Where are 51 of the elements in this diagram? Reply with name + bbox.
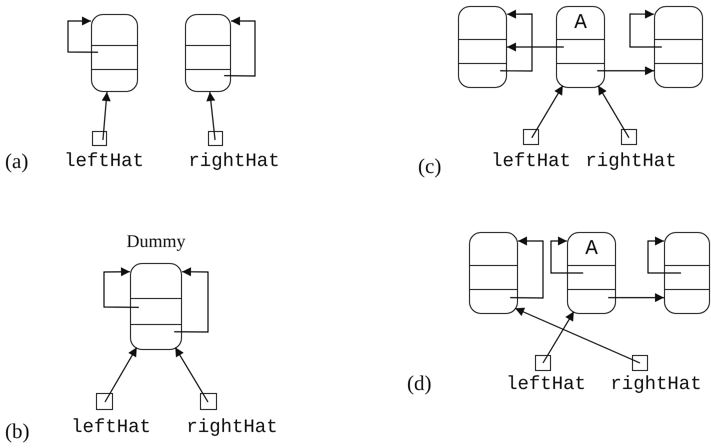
arrow xyxy=(206,92,216,140)
arrow xyxy=(510,236,544,299)
arrow xyxy=(103,267,139,308)
arrow xyxy=(500,10,533,72)
arrow xyxy=(598,85,630,138)
arrow xyxy=(629,10,662,48)
arrow xyxy=(174,347,208,402)
list-node-box xyxy=(654,6,703,88)
pointer-box xyxy=(92,131,107,146)
node-label: Dummy xyxy=(126,232,186,250)
arrow xyxy=(174,267,209,333)
pointer-box xyxy=(632,355,648,371)
pointer-name: leftHat xyxy=(71,418,151,437)
pointer-name: leftHat xyxy=(64,152,144,171)
arrow xyxy=(531,85,564,138)
arrow xyxy=(224,16,256,77)
pointer-name: leftHat xyxy=(491,152,571,171)
arrow xyxy=(102,92,111,140)
pointer-box xyxy=(621,129,637,145)
node-label: A xyxy=(574,13,587,34)
pointer-name: rightHat xyxy=(610,375,702,394)
list-node-box xyxy=(185,14,231,92)
list-node-box xyxy=(458,6,507,88)
pointer-box xyxy=(96,393,113,410)
pointer-name: rightHat xyxy=(186,418,278,437)
panel-label: (b) xyxy=(5,421,30,442)
pointer-box xyxy=(523,129,539,145)
arrow xyxy=(67,16,98,53)
arrow xyxy=(608,293,664,302)
arrow xyxy=(542,311,574,364)
pointer-name: rightHat xyxy=(188,152,280,171)
pointer-name: rightHat xyxy=(585,152,677,171)
list-node-box xyxy=(664,232,710,314)
pointer-box xyxy=(535,355,551,371)
panel-label: (d) xyxy=(407,373,432,394)
list-node-box xyxy=(469,232,518,314)
panel-label: (a) xyxy=(5,151,28,172)
arrow xyxy=(550,236,584,274)
pointer-name: leftHat xyxy=(506,375,586,394)
arrow xyxy=(507,42,564,52)
list-node-box xyxy=(567,232,616,314)
arrow xyxy=(647,236,682,274)
pointer-box xyxy=(200,393,217,410)
list-node-box xyxy=(91,14,138,92)
node-label: A xyxy=(585,239,598,260)
panel-label: (c) xyxy=(418,156,442,177)
pointer-box xyxy=(208,131,223,146)
arrow xyxy=(104,347,138,402)
arrow xyxy=(514,308,640,364)
list-node-box xyxy=(556,6,605,88)
arrow xyxy=(597,66,654,76)
